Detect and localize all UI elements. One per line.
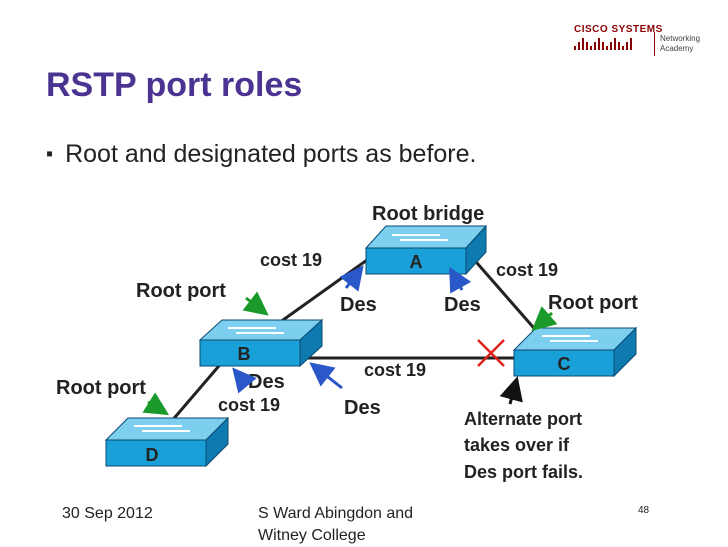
- cost-label-ac: cost 19: [496, 260, 558, 280]
- des-label-b-bd: Des: [248, 371, 285, 393]
- root-port-arrow-b: [242, 291, 269, 316]
- switch-b: [198, 318, 324, 368]
- alternate-note-line-2: takes over if: [464, 435, 570, 455]
- switch-d-letter: D: [146, 445, 159, 465]
- cost-label-ab: cost 19: [260, 250, 322, 270]
- des-label-a-right: Des: [444, 294, 481, 316]
- cisco-brand-text: CISCO SYSTEMS: [574, 24, 663, 35]
- cost-label-bc: cost 19: [364, 360, 426, 380]
- rstp-topology-diagram: A B C D Root bridge cost 19 cost 19 cost…: [56, 203, 638, 482]
- root-port-arrow-c: [531, 306, 558, 331]
- bullet-item: ▪ Root and designated ports as before.: [46, 140, 476, 169]
- des-arrow-a-right: [449, 266, 472, 294]
- alternate-port-cross-icon: [477, 339, 505, 367]
- des-arrow-a-left: [339, 265, 364, 292]
- switch-d: [104, 416, 230, 468]
- root-bridge-label: Root bridge: [372, 203, 484, 225]
- link-a-c: [468, 254, 542, 336]
- root-port-label-c: Root port: [548, 292, 638, 314]
- bullet-icon: ▪: [46, 143, 54, 165]
- footer-date: 30 Sep 2012: [62, 505, 153, 522]
- root-port-label-d: Root port: [56, 377, 146, 399]
- bullet-text: Root and designated ports as before.: [65, 140, 477, 168]
- switch-b-letter: B: [238, 344, 251, 364]
- academy-line-2: Academy: [660, 44, 694, 53]
- des-label-a-left: Des: [340, 294, 377, 316]
- alternate-note-line-3: Des port fails.: [464, 462, 583, 482]
- switch-c-letter: C: [558, 354, 571, 374]
- switch-a: [364, 224, 488, 276]
- footer-author-line-2: Witney College: [258, 527, 366, 544]
- des-arrow-b-bc: [309, 362, 343, 390]
- slide-title: RSTP port roles: [46, 66, 303, 104]
- cisco-bars-icon: [574, 38, 632, 50]
- alternate-note-line-1: Alternate port: [464, 409, 582, 429]
- root-port-arrow-d: [142, 392, 170, 416]
- root-port-label-b: Root port: [136, 280, 226, 302]
- switch-a-letter: A: [410, 252, 423, 272]
- des-arrow-b-bd: [232, 367, 257, 394]
- alternate-port-arrow: [499, 376, 523, 405]
- switch-c: [512, 326, 638, 378]
- footer-author: S Ward Abingdon and Witney College: [258, 503, 468, 547]
- page-number: 48: [638, 505, 650, 516]
- des-label-b-bc: Des: [344, 397, 381, 419]
- logo-divider: [654, 32, 655, 56]
- academy-line-1: Networking: [660, 34, 701, 43]
- footer-author-line-1: S Ward Abingdon and: [258, 505, 414, 522]
- cost-label-bd: cost 19: [218, 395, 280, 415]
